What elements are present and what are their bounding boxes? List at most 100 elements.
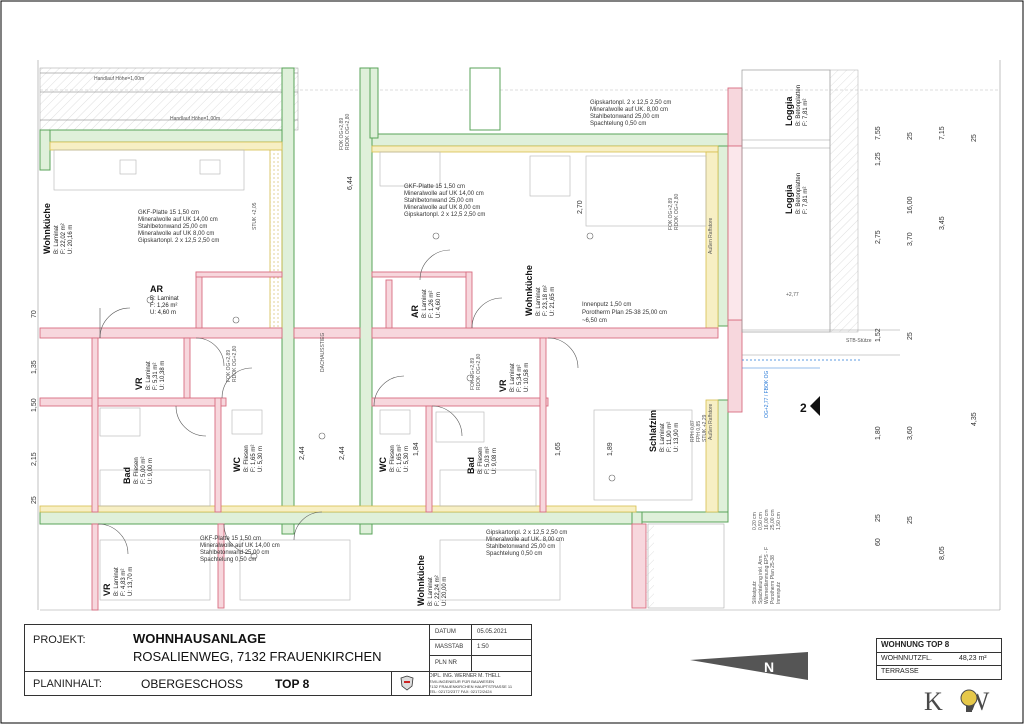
furniture xyxy=(53,149,707,601)
svg-text:25: 25 xyxy=(971,134,978,142)
svg-text:B: Laminat: B: Laminat xyxy=(114,567,120,596)
massstab-value: 1:50 xyxy=(477,644,489,650)
svg-text:Gipskartonpl. 2 x 12,5 2,50 c: Gipskartonpl. 2 x 12,5 2,50 cm xyxy=(486,530,567,536)
svg-text:1,84: 1,84 xyxy=(413,442,420,456)
svg-text:Mineralwolle auf UK. 8,00 cm: Mineralwolle auf UK. 8,00 cm xyxy=(486,537,564,543)
svg-text:U: 20,16 m: U: 20,16 m xyxy=(68,225,74,254)
svg-text:B: Laminat: B: Laminat xyxy=(422,289,428,318)
svg-text:F: 5,34 m²: F: 5,34 m² xyxy=(517,365,523,392)
svg-text:B: Laminat: B: Laminat xyxy=(428,577,434,606)
svg-text:3,60: 3,60 xyxy=(907,426,914,440)
svg-text:F: 1,26 m²: F: 1,26 m² xyxy=(429,291,435,318)
svg-text:U: 5,30 m: U: 5,30 m xyxy=(258,446,264,472)
svg-text:7,55: 7,55 xyxy=(875,126,882,140)
svg-text:Porotherm Plan 25-38: Porotherm Plan 25-38 xyxy=(770,555,776,604)
svg-text:Wohnküche: Wohnküche xyxy=(416,555,426,606)
structural-walls xyxy=(39,67,733,607)
title-block: PROJEKT: WOHNHAUSANLAGE ROSALIENWEG, 713… xyxy=(24,624,532,696)
svg-text:Bad: Bad xyxy=(466,457,476,474)
datum-value: 05.05.2021 xyxy=(477,629,508,635)
partition-walls xyxy=(39,87,743,611)
svg-text:Stahlbetonwand 25,00 cm: Stahlbetonwand 25,00 cm xyxy=(590,114,659,120)
massstab-label: MASSTAB xyxy=(435,644,464,650)
svg-text:U: 13,90 m: U: 13,90 m xyxy=(674,423,680,452)
svg-text:1,89: 1,89 xyxy=(607,442,614,456)
svg-text:B: Laminat: B: Laminat xyxy=(510,363,516,392)
svg-text:B: Fliesen: B: Fliesen xyxy=(244,445,250,472)
svg-text:F: 7,81 m²: F: 7,81 m² xyxy=(803,99,809,126)
svg-text:Handlauf Höhe=1,00m: Handlauf Höhe=1,00m xyxy=(94,76,144,82)
wall-note-bottom-center: Gipskartonpl. 2 x 12,5 2,50 cm Mineralwo… xyxy=(486,530,567,557)
svg-text:3,45: 3,45 xyxy=(939,216,946,230)
svg-text:3,70: 3,70 xyxy=(907,232,914,246)
svg-text:Mineralwolle auf UK 14,00 cm: Mineralwolle auf UK 14,00 cm xyxy=(404,191,484,197)
svg-text:RDOK OG+2,80: RDOK OG+2,80 xyxy=(232,346,238,382)
svg-text:FOK OG+2,89: FOK OG+2,89 xyxy=(470,358,476,390)
svg-text:STUK +2,29: STUK +2,29 xyxy=(702,414,708,442)
svg-text:F: 4,83 m²: F: 4,83 m² xyxy=(121,569,127,596)
svg-text:0,50 cm: 0,50 cm xyxy=(758,512,764,530)
svg-text:Mineralwolle auf UK 8,00 cm: Mineralwolle auf UK 8,00 cm xyxy=(404,205,480,211)
svg-text:F: 7,81 m²: F: 7,81 m² xyxy=(803,187,809,214)
svg-text:AR: AR xyxy=(410,305,420,318)
planinhalt-value: OBERGESCHOSS xyxy=(141,677,244,691)
room-label-bad-center: Bad B: Fliesen F: 5,03 m² U: 9,08 m xyxy=(466,447,498,474)
svg-text:FOK OG+2,89: FOK OG+2,89 xyxy=(226,350,232,382)
unit-summary: WOHNUNG TOP 8 WOHNNUTZFL. 48,23 m² TERRA… xyxy=(876,638,1002,680)
room-label-vr-bottom: VR B: Laminat F: 4,83 m² U: 13,70 m xyxy=(102,567,134,596)
svg-text:DACHAUSSTIEG: DACHAUSSTIEG xyxy=(320,332,326,372)
svg-text:FOK OG+2,89: FOK OG+2,89 xyxy=(668,198,674,230)
svg-text:8,05: 8,05 xyxy=(939,546,946,560)
svg-text:25: 25 xyxy=(31,496,38,504)
svg-text:+2,77: +2,77 xyxy=(786,292,799,298)
room-label-wohnkueche-left: Wohnküche B: Laminat F: 22,02 m² U: 20,1… xyxy=(42,203,74,254)
nutz-label: WOHNNUTZFL. xyxy=(881,655,932,662)
svg-text:1,50 cm: 1,50 cm xyxy=(776,512,782,530)
svg-text:1,25: 1,25 xyxy=(875,152,882,166)
insulation xyxy=(39,141,719,513)
svg-text:7,15: 7,15 xyxy=(939,126,946,140)
svg-text:Mineralwolle auf UK 14,00 cm: Mineralwolle auf UK 14,00 cm xyxy=(200,543,280,549)
loggia-zone xyxy=(741,69,900,361)
svg-text:0,20 cm: 0,20 cm xyxy=(752,512,758,530)
svg-text:1,52: 1,52 xyxy=(875,328,882,342)
planinhalt-label: PLANINHALT: xyxy=(33,678,102,690)
room-label-wc-center: WC B: Fliesen F: 1,65 m² U: 5,30 m xyxy=(378,445,410,472)
room-label-wohnkueche-bottom: Wohnküche B: Laminat F: 22,24 m² U: 20,0… xyxy=(416,555,448,606)
wall-note-left: GKF-Platte 15 1,50 cm Mineralwolle auf U… xyxy=(138,210,219,244)
ceiling-markers xyxy=(146,232,616,560)
architect-line-4: TEL: 02172/2377 FAX: 02172/2424 xyxy=(429,689,492,694)
svg-text:6,44: 6,44 xyxy=(347,176,354,190)
svg-text:Stahlbetonwand 25,00 cm: Stahlbetonwand 25,00 cm xyxy=(138,224,207,230)
svg-text:Wärmedämmung EPS - F: Wärmedämmung EPS - F xyxy=(764,547,770,604)
svg-text:Wohnküche: Wohnküche xyxy=(524,265,534,316)
svg-text:~6,50 cm: ~6,50 cm xyxy=(582,318,607,324)
svg-text:2,75: 2,75 xyxy=(875,230,882,244)
svg-text:U: 9,00 m: U: 9,00 m xyxy=(148,458,154,484)
svg-text:B: Laminat: B: Laminat xyxy=(536,287,542,316)
svg-text:AR: AR xyxy=(150,284,163,294)
room-label-ar-right: AR B: Laminat F: 1,26 m² U: 4,60 m xyxy=(410,289,442,318)
svg-text:Schlafzim: Schlafzim xyxy=(648,410,658,452)
svg-text:Außen Raffstore: Außen Raffstore xyxy=(708,403,714,440)
svg-text:OG+2,77 / FBOK OG: OG+2,77 / FBOK OG xyxy=(764,371,770,418)
svg-text:GKF-Platte 15 1,50 cm: GKF-Platte 15 1,50 cm xyxy=(200,536,261,542)
svg-text:U: 9,08 m: U: 9,08 m xyxy=(492,448,498,474)
svg-text:U: 10,38 m: U: 10,38 m xyxy=(160,361,166,390)
svg-text:Mineralwolle auf UK 14,00 cm: Mineralwolle auf UK 14,00 cm xyxy=(138,217,218,223)
svg-text:F: 1,65 m²: F: 1,65 m² xyxy=(397,445,403,472)
svg-text:1,35: 1,35 xyxy=(31,360,38,374)
svg-text:Loggia: Loggia xyxy=(784,96,794,126)
svg-text:VR: VR xyxy=(134,377,144,390)
architect-line-1: DIPL. ING. WERNER M. THELL xyxy=(429,673,501,679)
top-railing xyxy=(40,72,298,121)
svg-text:FPH 0,85: FPH 0,85 xyxy=(696,421,702,442)
room-label-wohnkueche-center: Wohnküche B: Laminat F: 23,18 m² U: 21,6… xyxy=(524,265,556,316)
architect-line-3: 7132 FRAUENKIRCHEN HAUPTSTRASSE 11 xyxy=(429,684,513,689)
room-label-wc-left: WC B: Fliesen F: 1,65 m² U: 5,30 m xyxy=(232,445,264,472)
wall-note-top-right: Gipskartonpl. 2 x 12,5 2,50 cm Mineralwo… xyxy=(590,100,671,127)
svg-text:STB-Stütze: STB-Stütze xyxy=(846,338,872,344)
svg-text:B: Laminat: B: Laminat xyxy=(54,225,60,254)
room-label-loggia-mid: Loggia B: Betonplatten F: 7,81 m² xyxy=(784,173,809,214)
